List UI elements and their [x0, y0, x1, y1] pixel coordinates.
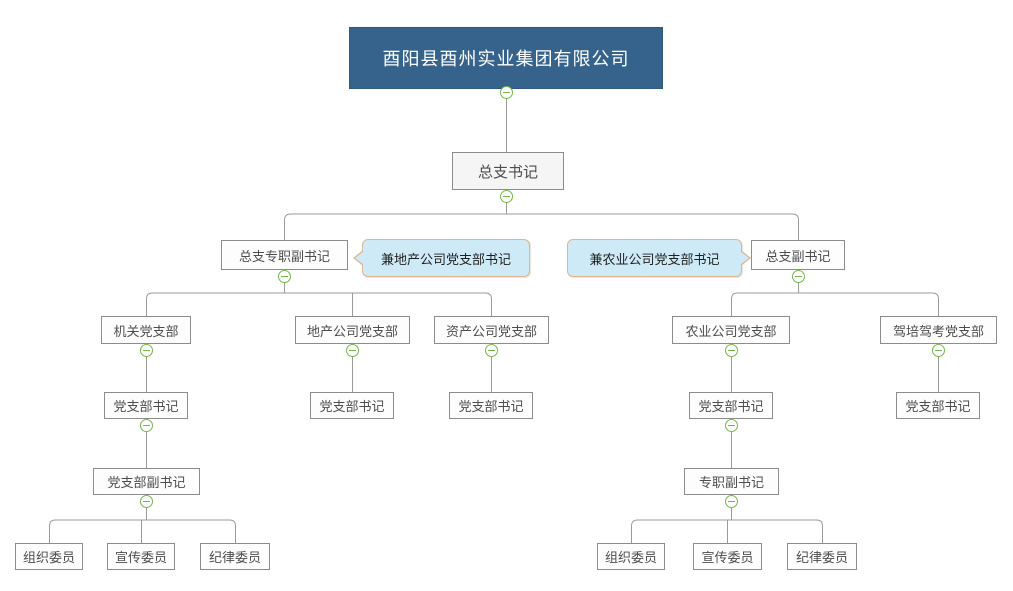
node-branch-secretary-driving[interactable]: 党支部书记	[896, 392, 980, 419]
collapse-toggle-icon[interactable]	[140, 419, 153, 432]
collapse-toggle-icon[interactable]	[500, 190, 513, 203]
collapse-toggle-icon[interactable]	[278, 270, 291, 283]
callout-agriculture-label: 兼农业公司党支部书记	[589, 252, 720, 268]
node-deputy-secretary[interactable]: 总支副书记	[751, 240, 845, 270]
collapse-toggle-icon[interactable]	[792, 270, 805, 283]
node-company-root[interactable]: 酉阳县酉州实业集团有限公司	[349, 27, 663, 89]
callout-tail-right-icon	[740, 251, 749, 265]
node-realestate-party-branch[interactable]: 地产公司党支部	[295, 316, 410, 344]
node-assets-party-branch[interactable]: 资产公司党支部	[434, 316, 549, 344]
collapse-toggle-icon[interactable]	[140, 344, 153, 357]
node-general-branch-secretary[interactable]: 总支书记	[452, 152, 564, 190]
connector-secretaries-to-deputies	[146, 419, 732, 468]
collapse-toggle-icon[interactable]	[932, 344, 945, 357]
node-discipline-member-right[interactable]: 纪律委员	[787, 543, 857, 570]
node-full-time-deputy-secretary[interactable]: 总支专职副书记	[221, 240, 348, 270]
node-publicity-member-left[interactable]: 宣传委员	[107, 543, 175, 570]
node-publicity-member-right[interactable]: 宣传委员	[693, 543, 762, 570]
node-branch-secretary-office[interactable]: 党支部书记	[104, 392, 188, 419]
collapse-toggle-icon[interactable]	[725, 495, 738, 508]
collapse-toggle-icon[interactable]	[725, 419, 738, 432]
node-agriculture-party-branch[interactable]: 农业公司党支部	[672, 316, 790, 344]
connector-branches-to-secretaries	[146, 344, 939, 392]
node-organization-member-right[interactable]: 组织委员	[597, 543, 665, 570]
collapse-toggle-icon[interactable]	[140, 495, 153, 508]
node-branch-secretary-assets[interactable]: 党支部书记	[449, 392, 533, 419]
collapse-toggle-icon[interactable]	[500, 86, 513, 99]
node-office-party-branch[interactable]: 机关党支部	[101, 316, 191, 344]
collapse-toggle-icon[interactable]	[346, 344, 359, 357]
connector-right-level3	[731, 270, 939, 316]
node-driving-party-branch[interactable]: 驾培驾考党支部	[880, 316, 997, 344]
collapse-toggle-icon[interactable]	[725, 344, 738, 357]
connector-secretary-to-level2	[284, 190, 799, 240]
node-organization-member-left[interactable]: 组织委员	[15, 543, 83, 570]
callout-agriculture-secretary[interactable]: 兼农业公司党支部书记	[567, 239, 751, 277]
node-branch-deputy-secretary[interactable]: 党支部副书记	[93, 468, 200, 495]
node-branch-secretary-realestate[interactable]: 党支部书记	[310, 392, 394, 419]
collapse-toggle-icon[interactable]	[485, 344, 498, 357]
callout-realestate-label: 兼地产公司党支部书记	[380, 252, 511, 268]
node-branch-full-time-deputy[interactable]: 专职副书记	[684, 468, 779, 495]
callout-realestate-secretary[interactable]: 兼地产公司党支部书记	[353, 239, 530, 277]
node-discipline-member-left[interactable]: 纪律委员	[200, 543, 270, 570]
callout-tail-left-icon	[355, 251, 364, 265]
node-branch-secretary-agriculture[interactable]: 党支部书记	[689, 392, 773, 419]
